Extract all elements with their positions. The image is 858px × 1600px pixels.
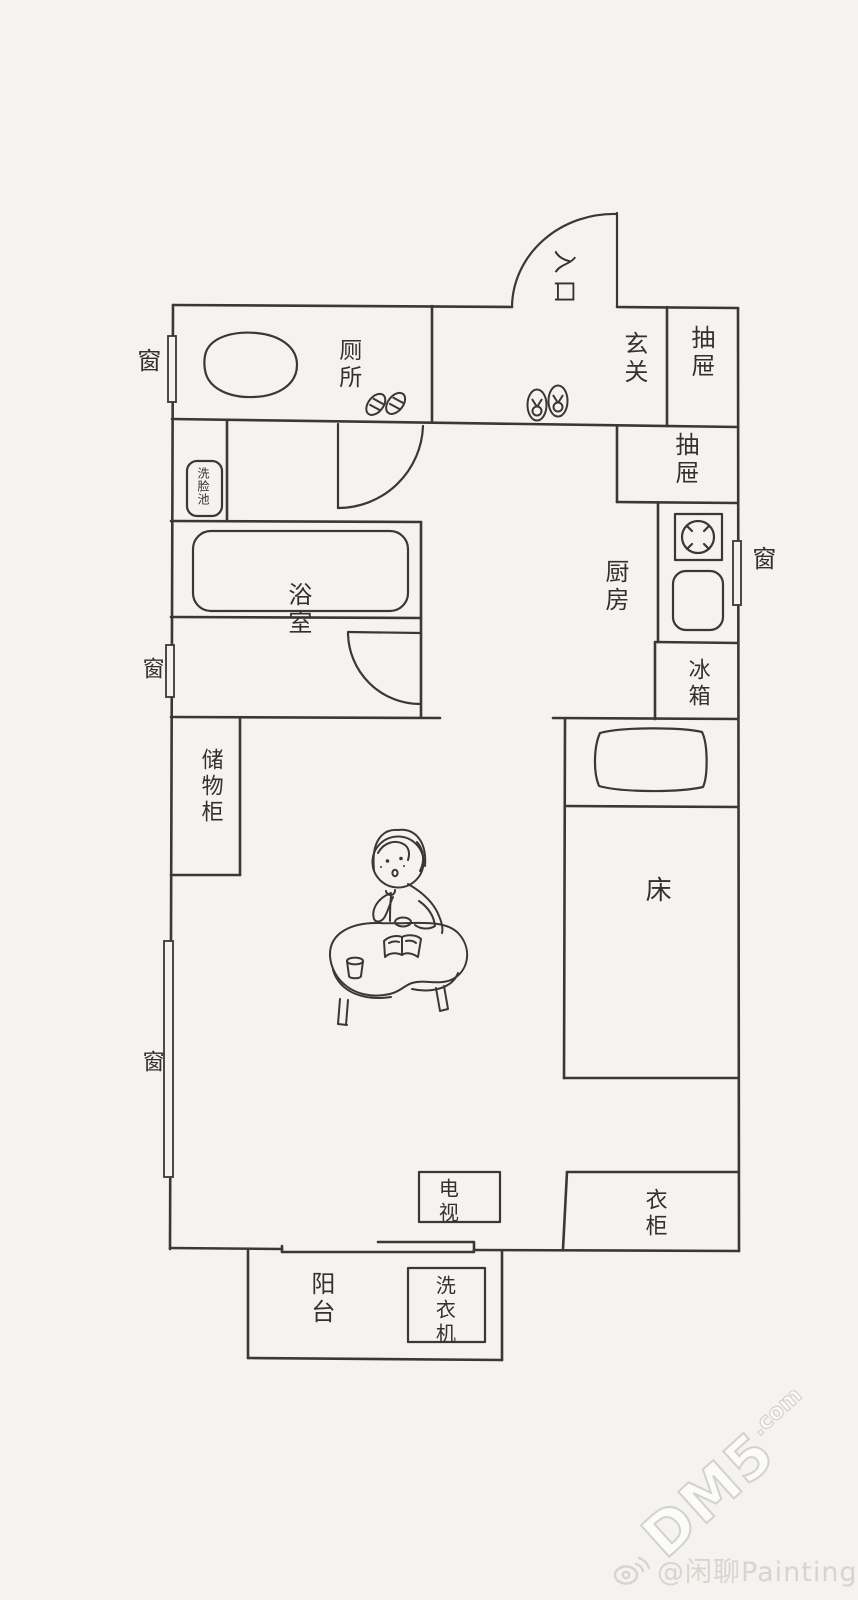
wardrobe-left	[561, 1170, 569, 1251]
label-tv: 电视	[435, 1178, 460, 1226]
window-bar-bath	[165, 644, 175, 698]
bathroom-door-arc	[346, 631, 422, 706]
label-drawer-side: 抽屉	[670, 432, 699, 488]
doors	[336, 211, 619, 706]
cup-rim	[346, 956, 364, 966]
pillow	[593, 727, 708, 793]
table-leg-left	[337, 998, 349, 1026]
kitchen-sink	[671, 569, 725, 632]
person-at-table	[328, 828, 469, 1026]
fixtures	[185, 331, 725, 1344]
window-bar-living	[163, 940, 174, 1178]
wall-bottom-right	[472, 1248, 741, 1253]
label-toilet: 厕所	[334, 338, 361, 392]
window-bar-toilet	[167, 335, 177, 403]
label-window-2: 窗	[138, 657, 164, 683]
wash-basin	[185, 459, 224, 518]
label-storage-cabinet: 储物柜	[197, 748, 223, 826]
person-hair	[372, 828, 427, 871]
window-bar-kitchen	[732, 540, 742, 606]
person-hair-side	[416, 841, 425, 872]
wall-right	[736, 306, 741, 1253]
person-torso-back	[407, 883, 444, 934]
table-leg-right	[435, 985, 449, 1012]
weibo-icon	[613, 1556, 650, 1585]
bed-sheet-line	[563, 804, 740, 809]
sliding-door	[280, 1240, 476, 1254]
wall-top-left	[171, 303, 514, 309]
bathtub	[191, 529, 410, 613]
person-face	[380, 856, 405, 868]
person-sleeve	[414, 900, 436, 930]
person-hand-chin	[385, 889, 396, 897]
washing-machine-box	[406, 1266, 487, 1344]
stove-burner	[680, 519, 716, 555]
person-arm	[372, 892, 394, 923]
wall-living-top	[169, 715, 442, 720]
wall-bath-top	[169, 519, 423, 524]
wall-top-right	[615, 305, 740, 310]
slippers	[365, 384, 569, 422]
label-drawer-top: 抽屉	[686, 325, 715, 381]
person-head	[371, 835, 425, 889]
toilet-bowl	[203, 331, 299, 399]
wall-bath-divider	[169, 615, 423, 620]
book-left-page	[383, 935, 403, 958]
label-entrance: 入口	[550, 249, 579, 310]
book-right-page	[401, 934, 422, 958]
person-hair-bang	[377, 840, 410, 861]
balcony-bottom	[246, 1356, 504, 1362]
label-fridge: 冰箱	[684, 658, 710, 710]
label-washing-machine: 洗衣机	[432, 1275, 457, 1347]
toilet-slippers	[365, 391, 407, 416]
wall-bedroom-top	[551, 716, 740, 721]
weibo-watermark: @闲聊Painting	[612, 1550, 858, 1589]
toilet-door-arc	[336, 424, 425, 510]
label-entryway: 玄关	[619, 331, 648, 387]
walls	[168, 303, 741, 1362]
table-edge-left	[332, 969, 392, 999]
fridge-top	[653, 640, 740, 645]
wall-hall	[170, 417, 740, 429]
label-window-1: 窗	[132, 348, 161, 376]
weibo-account-text: @闲聊Painting	[657, 1557, 858, 1588]
label-balcony: 阳台	[306, 1271, 335, 1327]
label-bathroom: 浴室	[283, 582, 312, 638]
bathroom-door-leaf	[346, 630, 422, 635]
book-page-lines	[388, 939, 417, 944]
wall-drawer2-bottom	[615, 500, 740, 505]
label-bed: 床	[641, 876, 672, 906]
entrance-door-arc	[510, 212, 619, 309]
table-edge-right	[411, 972, 459, 992]
person-torso-front	[389, 895, 392, 922]
tv-box	[417, 1170, 502, 1224]
cup	[346, 960, 364, 980]
label-kitchen: 厨房	[600, 559, 629, 615]
label-window-3: 窗	[138, 1050, 164, 1076]
table-top	[328, 921, 469, 997]
label-wardrobe: 衣柜	[641, 1188, 667, 1240]
label-window-4: 窗	[747, 546, 776, 574]
stove-burner-grate	[685, 524, 711, 551]
stove	[673, 512, 724, 562]
label-wash-basin: 洗脸池	[196, 467, 210, 506]
entry-slippers	[526, 384, 569, 422]
windows	[163, 335, 742, 1178]
wall-bottom-left	[168, 1246, 284, 1251]
bed-left	[562, 717, 567, 1080]
person-mouth	[391, 868, 399, 878]
